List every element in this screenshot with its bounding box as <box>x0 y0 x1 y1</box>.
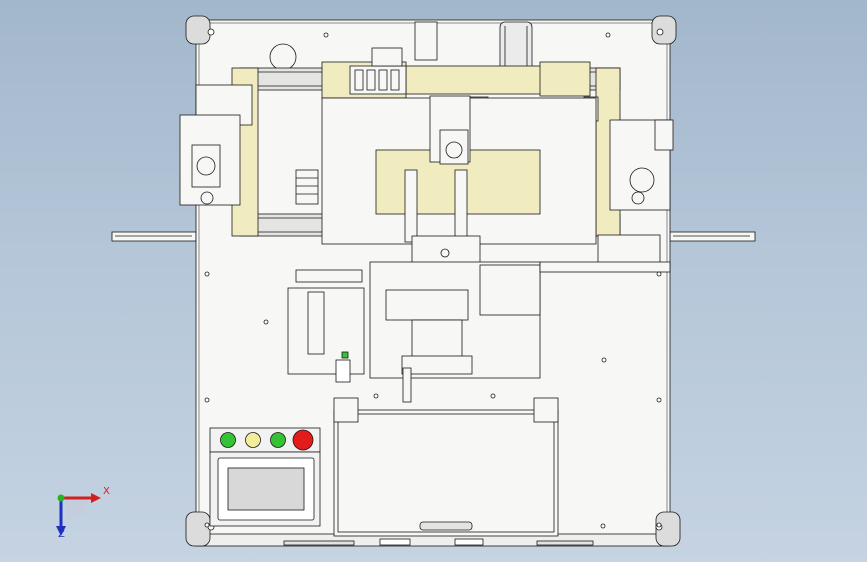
corner-foot-tl <box>185 15 215 45</box>
corner-foot-br <box>655 511 681 547</box>
right-side-mechanism <box>595 67 674 266</box>
bottom-slot-left <box>283 540 355 546</box>
emergency-stop-button[interactable] <box>292 429 314 451</box>
yellow-button[interactable] <box>245 432 261 448</box>
feeder-plate <box>287 269 365 383</box>
feeder-module <box>369 261 671 403</box>
round-port <box>269 43 297 71</box>
x-axis-label: X <box>103 486 110 497</box>
left-wing-plate <box>111 231 197 242</box>
left-side-mechanism <box>179 67 319 237</box>
bottom-slot-center <box>454 538 484 546</box>
corner-foot-tr <box>651 15 677 45</box>
bottom-slot-right <box>536 540 594 546</box>
z-axis-label: Z <box>58 529 65 540</box>
axis-triad <box>56 493 101 536</box>
cable-tube <box>499 21 533 75</box>
right-wing-plate <box>669 231 756 242</box>
corner-foot-bl <box>185 511 215 547</box>
control-panel <box>209 427 321 527</box>
cabinet-door <box>333 397 559 537</box>
hmi-screen[interactable] <box>227 467 305 511</box>
mounting-holes <box>204 32 662 529</box>
green-button-1[interactable] <box>220 432 236 448</box>
valve-block <box>349 47 407 95</box>
vertical-bracket <box>414 21 438 61</box>
green-button-2[interactable] <box>270 432 286 448</box>
bottom-slot-mid <box>379 538 411 546</box>
center-plate <box>321 95 597 267</box>
